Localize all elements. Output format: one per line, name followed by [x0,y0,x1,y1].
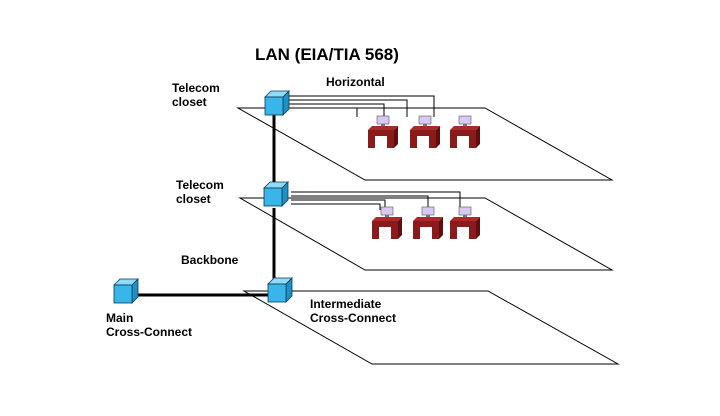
backbone-label: Backbone [181,253,239,267]
cables [138,95,461,297]
horizontal-cable-top-1 [289,95,435,117]
horizontal-cable-top-4 [289,107,358,117]
cube-front [263,187,283,207]
desk-front [450,221,476,227]
horizontal-cable-mid-3 [291,199,386,208]
horizontal-cable-mid-2 [291,195,429,208]
desk-leg-left [410,136,417,148]
cube-front [113,284,133,304]
monitor [421,206,435,216]
floor-middle [238,197,614,271]
main-cross-connect-label-2: Cross-Connect [106,325,193,339]
desk-side [436,126,440,148]
desk-leg-right [469,227,476,239]
telecom-closet-mid-cube [263,181,289,207]
desk-side [394,126,398,148]
telecom-closet-top-cube [264,90,290,116]
desk-front [368,130,394,136]
horizontal-cable-top-3 [289,103,385,117]
horizontal-label: Horizontal [326,75,385,89]
intermediate-cross-connect-label-2: Cross-Connect [310,311,397,325]
floors [236,107,620,365]
telecom-closet-mid-label-1: Telecom [176,178,224,192]
intermediate-cross-connect-label-1: Intermediate [310,297,382,311]
desk-front [410,130,436,136]
desk-leg-right [429,136,436,148]
desk-side [476,217,480,239]
desk-front [413,221,439,227]
horizontal-cable-mid-1 [291,191,461,208]
desk-leg-right [469,136,476,148]
monitor [458,115,472,125]
desk-leg-right [391,227,398,239]
monitor-stand [385,215,389,217]
desk-top [372,217,402,221]
desk-leg-left [368,136,375,148]
main-cross-connect-label-1: Main [106,311,134,325]
cube-front [264,96,284,116]
monitor-stand [423,124,427,126]
workstation-mid-2 [413,206,443,239]
telecom-closet-top-label-2: closet [172,95,207,109]
monitor [376,115,390,125]
monitor [418,115,432,125]
main-cross-connect-cube [113,278,139,304]
telecom-closet-mid-label-2: closet [176,192,211,206]
intermediate-cross-connect-cube [267,277,293,303]
desk-leg-left [450,227,457,239]
workstation-mid-3 [450,206,480,239]
monitor [380,206,394,216]
desk-front [450,130,476,136]
horizontal-cable-top-2 [289,99,408,117]
monitor-stand [381,124,385,126]
desk-top [410,126,440,130]
desk-top [413,217,443,221]
monitor-stand [463,215,467,217]
floor-top [236,107,614,181]
desk-side [476,126,480,148]
desk-leg-left [413,227,420,239]
desk-leg-left [450,136,457,148]
desk-leg-right [387,136,394,148]
desk-leg-right [432,227,439,239]
monitor-stand [463,124,467,126]
closets [113,90,293,304]
workstation-top-3 [450,115,480,148]
floor-bottom [242,290,620,365]
desk-side [398,217,402,239]
desk-top [450,217,480,221]
telecom-closet-top-label-1: Telecom [172,81,220,95]
workstations [368,115,480,239]
cube-front [267,283,287,303]
desk-top [450,126,480,130]
diagram-title: LAN (EIA/TIA 568) [255,45,399,64]
desk-side [439,217,443,239]
workstation-mid-1 [372,206,402,239]
monitor [458,206,472,216]
workstation-top-1 [368,115,398,148]
workstation-top-2 [410,115,440,148]
monitor-stand [426,215,430,217]
horizontal-cable-mid-4 [291,203,381,210]
desk-top [368,126,398,130]
desk-leg-left [372,227,379,239]
desk-front [372,221,398,227]
